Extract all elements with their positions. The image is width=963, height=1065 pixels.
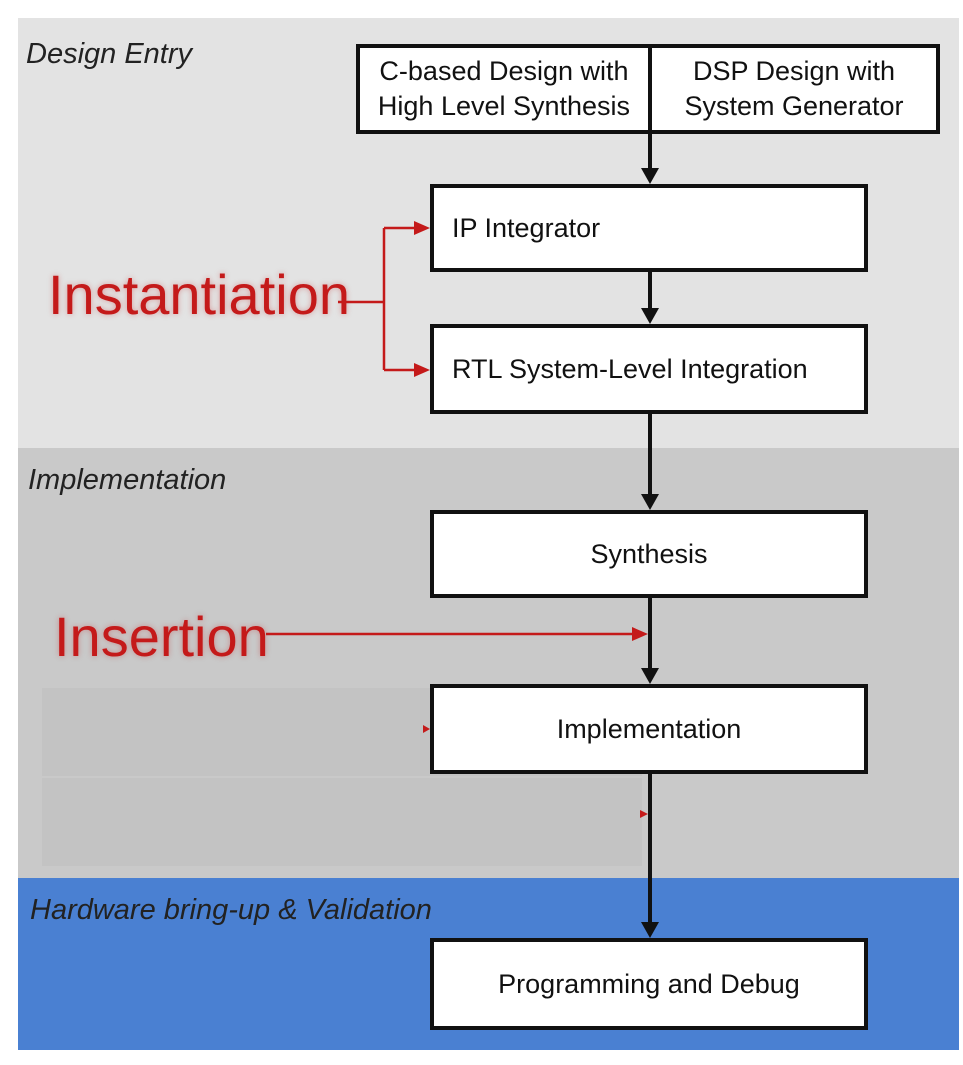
instantiation-label: Instantiation [48, 263, 350, 326]
insertion-label: Insertion [54, 605, 269, 668]
dsp-design-line1: DSP Design with [692, 56, 896, 86]
ip-integrator-box: IP Integrator [430, 184, 868, 272]
synthesis-box: Synthesis [430, 510, 868, 598]
dsp-design-line2: System Generator [684, 91, 904, 121]
ip-integrator-label: IP Integrator [452, 212, 601, 243]
synthesis-label: Synthesis [590, 538, 708, 569]
stage-label-hardware: Hardware bring-up & Validation [30, 894, 432, 926]
stage-label-design-entry: Design Entry [26, 38, 193, 70]
programming-debug-box: Programming and Debug [430, 938, 868, 1030]
programming-debug-label: Programming and Debug [498, 968, 800, 999]
rtl-integration-box: RTL System-Level Integration [430, 324, 868, 414]
dsp-design-box: DSP Design with System Generator [648, 44, 940, 134]
c-based-design-box: C-based Design with High Level Synthesis [356, 44, 652, 134]
implementation-box: Implementation [430, 684, 868, 774]
rtl-integration-label: RTL System-Level Integration [452, 353, 808, 384]
stage-label-implementation: Implementation [28, 464, 227, 496]
implementation-label: Implementation [556, 713, 742, 744]
c-based-design-line1: C-based Design with [379, 56, 629, 86]
implementation-subband-lower [42, 778, 642, 866]
c-based-design-line2: High Level Synthesis [377, 91, 631, 121]
